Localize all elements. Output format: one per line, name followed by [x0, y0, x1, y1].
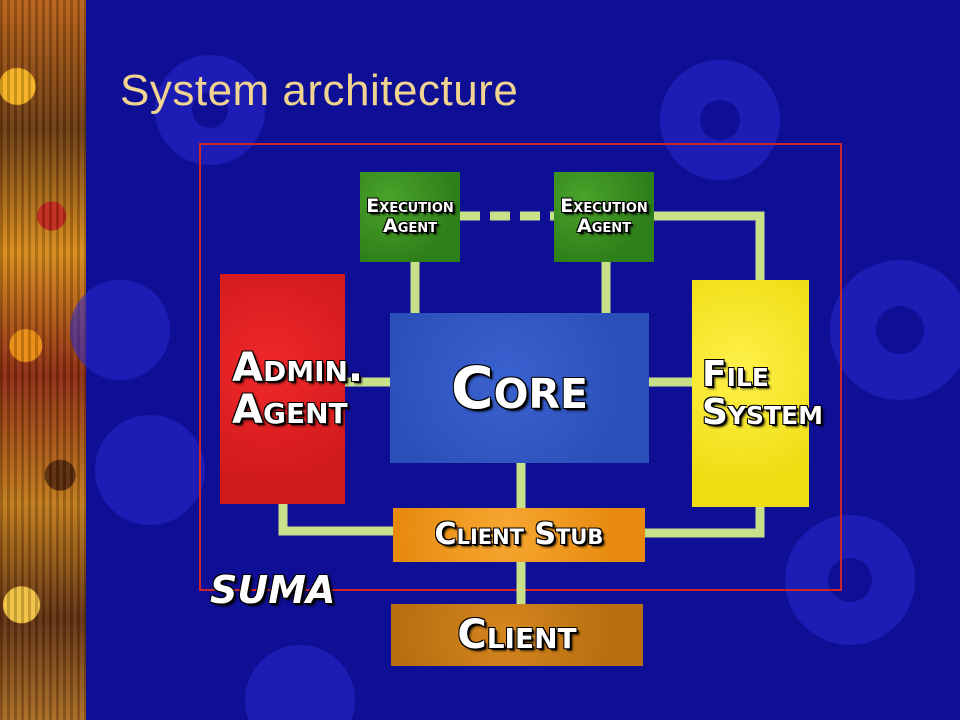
connector-admin-stub: [278, 504, 393, 536]
decorative-side-strip: [0, 0, 86, 720]
execution-agent-2-line1: Execution: [560, 195, 648, 218]
slide-title: System architecture: [120, 66, 519, 115]
connector-exec2-filesystem: [654, 211, 765, 280]
execution-agent-1-line2: Agent: [382, 215, 437, 237]
execution-agent-2-line2: Agent: [576, 215, 631, 237]
admin-agent-line2: Agent: [232, 387, 348, 433]
admin-agent-line1: Admin.: [232, 345, 364, 391]
file-system-line2: System: [702, 391, 824, 433]
client-stub-label: Client Stub: [434, 517, 604, 553]
core-label: Core: [451, 353, 588, 422]
connector-filesystem-stub: [645, 507, 765, 538]
execution-agent-1-line1: Execution: [366, 195, 454, 218]
suma-label: SUMA: [210, 568, 336, 612]
execution-agent-box-2: Execution Agent: [554, 172, 654, 262]
client-label: Client: [457, 612, 577, 658]
execution-agent-box-1: Execution Agent: [360, 172, 460, 262]
admin-agent-box: Admin. Agent: [220, 274, 363, 504]
client-box: Client: [391, 604, 643, 666]
core-box: Core: [390, 313, 649, 463]
client-stub-box: Client Stub: [393, 508, 645, 562]
file-system-line1: File: [702, 353, 769, 395]
file-system-box: File System: [692, 280, 823, 507]
